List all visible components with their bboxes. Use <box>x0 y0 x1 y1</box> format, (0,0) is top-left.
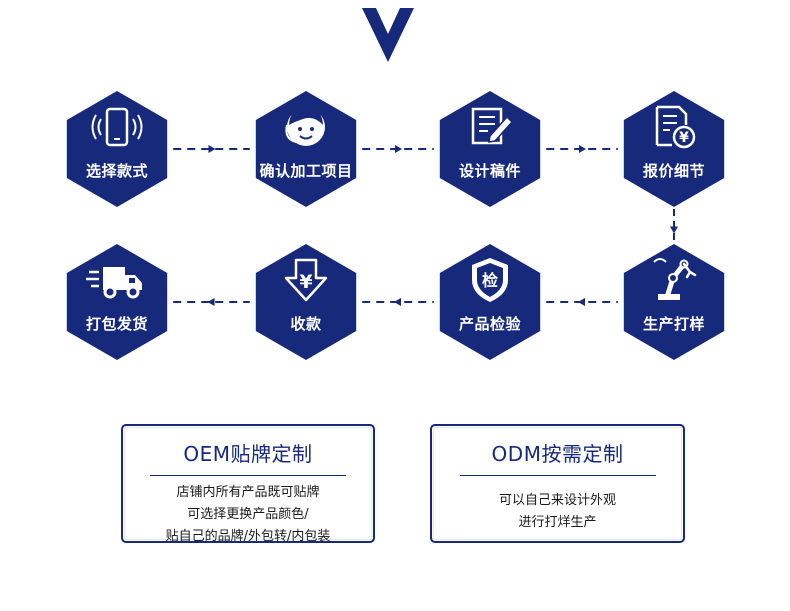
payment-yen-icon: ¥ <box>284 258 328 302</box>
svg-text:¥: ¥ <box>299 271 312 293</box>
hexagon-shape <box>439 91 541 207</box>
oem-card: OEM贴牌定制 店铺内所有产品既可贴牌 可选择更换产品颜色/ 贴自己的品牌/外包… <box>121 424 375 544</box>
oem-card-line: 店铺内所有产品既可贴牌 <box>176 485 320 500</box>
oem-card-line: 可选择更换产品颜色/ <box>187 507 309 522</box>
step-label: 设计稿件 <box>458 162 521 180</box>
step-hexagons: ¥ ¥ 检 <box>66 91 725 360</box>
step-label: 选择款式 <box>85 162 148 180</box>
top-chevron-arrow <box>362 8 414 62</box>
step-hexagon: 检 <box>439 244 541 360</box>
flow-arrow <box>173 298 250 306</box>
step-label: 产品检验 <box>458 315 521 333</box>
flow-arrow <box>173 145 250 153</box>
odm-card-line: 进行打烊生产 <box>518 515 597 530</box>
oem-card-title: OEM贴牌定制 <box>183 442 313 466</box>
smartphone-icon <box>91 107 143 147</box>
hexagon-shape <box>255 244 357 360</box>
inspection-shield-icon: 检 <box>472 258 508 302</box>
svg-text:¥: ¥ <box>679 130 689 146</box>
oem-card-line: 贴自己的品牌/外包转/内包装 <box>165 529 331 544</box>
step-label: 报价细节 <box>642 162 705 180</box>
delivery-truck-icon <box>86 267 142 299</box>
flow-arrow <box>362 145 434 153</box>
step-hexagon: ¥ <box>623 91 725 207</box>
svg-text:检: 检 <box>482 271 498 290</box>
hexagon-shape <box>255 91 357 207</box>
connectors <box>173 145 678 306</box>
step-hexagon <box>66 91 168 207</box>
flow-arrow <box>362 298 434 306</box>
flow-arrow <box>546 145 618 153</box>
step-label: 打包发货 <box>85 315 148 333</box>
step-label: 生产打样 <box>642 315 705 333</box>
hexagon-shape <box>623 91 725 207</box>
step-hexagon <box>255 91 357 207</box>
odm-card-body: 可以自己来设计外观 进行打烊生产 <box>432 490 683 534</box>
robot-arm-icon <box>653 258 697 300</box>
odm-card-title: ODM按需定制 <box>491 442 624 466</box>
step-hexagon: ¥ <box>255 244 357 360</box>
step-hexagon <box>623 244 725 360</box>
odm-card: ODM按需定制 可以自己来设计外观 进行打烊生产 <box>430 424 685 543</box>
oem-card-divider <box>150 475 346 476</box>
flow-arrow <box>546 298 618 306</box>
odm-card-line: 可以自己来设计外观 <box>498 493 616 508</box>
oem-card-body: 店铺内所有产品既可贴牌 可选择更换产品颜色/ 贴自己的品牌/外包转/内包装 <box>123 482 373 548</box>
hexagon-shape <box>66 244 168 360</box>
customer-service-icon <box>285 107 325 146</box>
step-label: 收款 <box>290 315 322 333</box>
hexagon-shape <box>623 244 725 360</box>
hexagon-shape <box>66 91 168 207</box>
step-hexagon <box>439 91 541 207</box>
step-label: 确认加工项目 <box>259 162 353 180</box>
step-hexagon <box>66 244 168 360</box>
document-edit-icon <box>471 107 514 145</box>
price-document-icon: ¥ <box>655 105 696 149</box>
odm-card-divider <box>459 475 656 476</box>
flow-arrow <box>670 209 678 242</box>
